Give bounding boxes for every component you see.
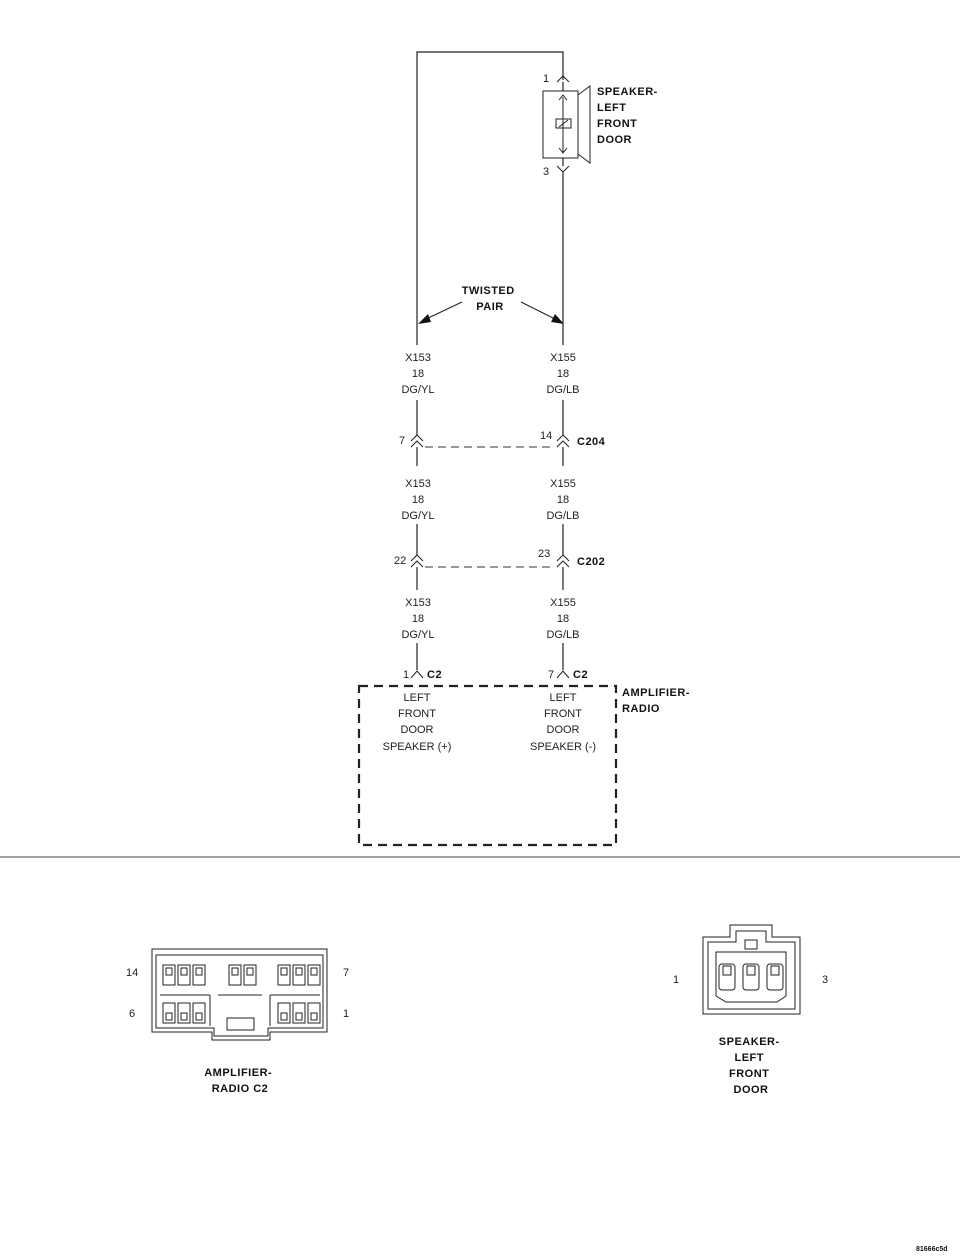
- svg-text:SPEAKER (-): SPEAKER (-): [530, 741, 596, 753]
- svg-text:DG/YL: DG/YL: [401, 384, 434, 396]
- c2-left-pin: 1: [403, 669, 409, 681]
- twisted-pair-arrow-left: [423, 301, 463, 321]
- amplifier-radio-box: [357, 684, 618, 847]
- arrowhead-left: [418, 314, 431, 324]
- left-speaker-plus-terminal: LEFT FRONT DOOR SPEAKER (+): [383, 692, 452, 753]
- wire-label-left-3: X153 18 DG/YL: [401, 597, 434, 641]
- svg-text:DOOR: DOOR: [547, 724, 580, 736]
- amplifier-connector-view: [151, 948, 328, 1041]
- c2-left-connector: [410, 670, 424, 679]
- svg-text:X153: X153: [405, 478, 431, 490]
- amp-pin-top-left: 14: [126, 967, 138, 979]
- speaker-conn-pin-left: 1: [673, 974, 679, 986]
- c2-left-name: C2: [427, 669, 442, 681]
- svg-text:18: 18: [412, 613, 424, 625]
- wire-label-right-1: X155 18 DG/LB: [546, 352, 579, 396]
- speaker-symbol: [542, 85, 591, 164]
- amplifier-radio-name: AMPLIFIER- RADIO: [622, 687, 694, 715]
- svg-text:FRONT: FRONT: [544, 708, 582, 720]
- svg-text:18: 18: [412, 368, 424, 380]
- c204-left-pin: 7: [399, 435, 405, 447]
- speaker-conn-pin-right: 3: [822, 974, 828, 986]
- bottom-row-cavities: [162, 1002, 321, 1024]
- speaker-pin3-connector: [556, 165, 570, 173]
- svg-text:X155: X155: [550, 478, 576, 490]
- svg-text:X155: X155: [550, 597, 576, 609]
- speaker-name: SPEAKER- LEFT FRONT DOOR: [597, 86, 661, 146]
- connector-c202: [410, 554, 570, 568]
- wire-label-left-2: X153 18 DG/YL: [401, 478, 434, 522]
- c2-right-name: C2: [573, 669, 588, 681]
- svg-text:18: 18: [412, 494, 424, 506]
- svg-text:DG/YL: DG/YL: [401, 510, 434, 522]
- svg-text:DG/LB: DG/LB: [546, 629, 579, 641]
- amp-pin-bottom-right: 1: [343, 1008, 349, 1020]
- c202-name: C202: [577, 556, 605, 568]
- svg-text:X153: X153: [405, 352, 431, 364]
- speaker-pin-top: 1: [543, 73, 549, 85]
- svg-text:FRONT: FRONT: [398, 708, 436, 720]
- amp-pin-bottom-left: 6: [129, 1008, 135, 1020]
- svg-text:X155: X155: [550, 352, 576, 364]
- twisted-pair-arrow-right: [520, 301, 558, 321]
- speaker-pin-bottom: 3: [543, 166, 549, 178]
- speaker-connector-title: SPEAKER- LEFT FRONT DOOR: [719, 1036, 783, 1096]
- c202-right-pin: 23: [538, 548, 550, 560]
- amp-pin-top-right: 7: [343, 967, 349, 979]
- c2-right-pin: 7: [548, 669, 554, 681]
- latch: [226, 1017, 255, 1031]
- svg-text:LEFT: LEFT: [550, 692, 577, 704]
- wire-label-right-2: X155 18 DG/LB: [546, 478, 579, 522]
- wire-label-right-3: X155 18 DG/LB: [546, 597, 579, 641]
- c2-right-connector: [556, 670, 570, 679]
- c202-left-pin: 22: [394, 555, 406, 567]
- amp-connector-title: AMPLIFIER- RADIO C2: [204, 1067, 276, 1095]
- svg-text:X153: X153: [405, 597, 431, 609]
- c204-right-pin: 14: [540, 430, 552, 442]
- c204-name: C204: [577, 436, 606, 448]
- connector-c204: [410, 434, 570, 448]
- svg-text:LEFT: LEFT: [404, 692, 431, 704]
- svg-text:DG/LB: DG/LB: [546, 510, 579, 522]
- speaker-pin1-connector: [556, 75, 570, 83]
- svg-text:18: 18: [557, 368, 569, 380]
- svg-text:18: 18: [557, 494, 569, 506]
- wire-left-loop: [416, 51, 564, 330]
- schematic: 1 SPEAKER- LEFT FRONT DOOR 3 TWISTED PAI…: [357, 51, 694, 847]
- arrowhead-right: [551, 314, 564, 324]
- svg-text:SPEAKER (+): SPEAKER (+): [383, 741, 452, 753]
- svg-text:DOOR: DOOR: [401, 724, 434, 736]
- left-speaker-minus-terminal: LEFT FRONT DOOR SPEAKER (-): [530, 692, 596, 753]
- wire-label-left-1: X153 18 DG/YL: [401, 352, 434, 396]
- speaker-connector-view: [702, 924, 801, 1015]
- svg-text:18: 18: [557, 613, 569, 625]
- top-row-cavities: [162, 964, 321, 986]
- svg-text:DG/LB: DG/LB: [546, 384, 579, 396]
- twisted-pair-label: TWISTED PAIR: [462, 285, 519, 313]
- figure-id: 81666c5d: [916, 1246, 948, 1253]
- svg-text:DG/YL: DG/YL: [401, 629, 434, 641]
